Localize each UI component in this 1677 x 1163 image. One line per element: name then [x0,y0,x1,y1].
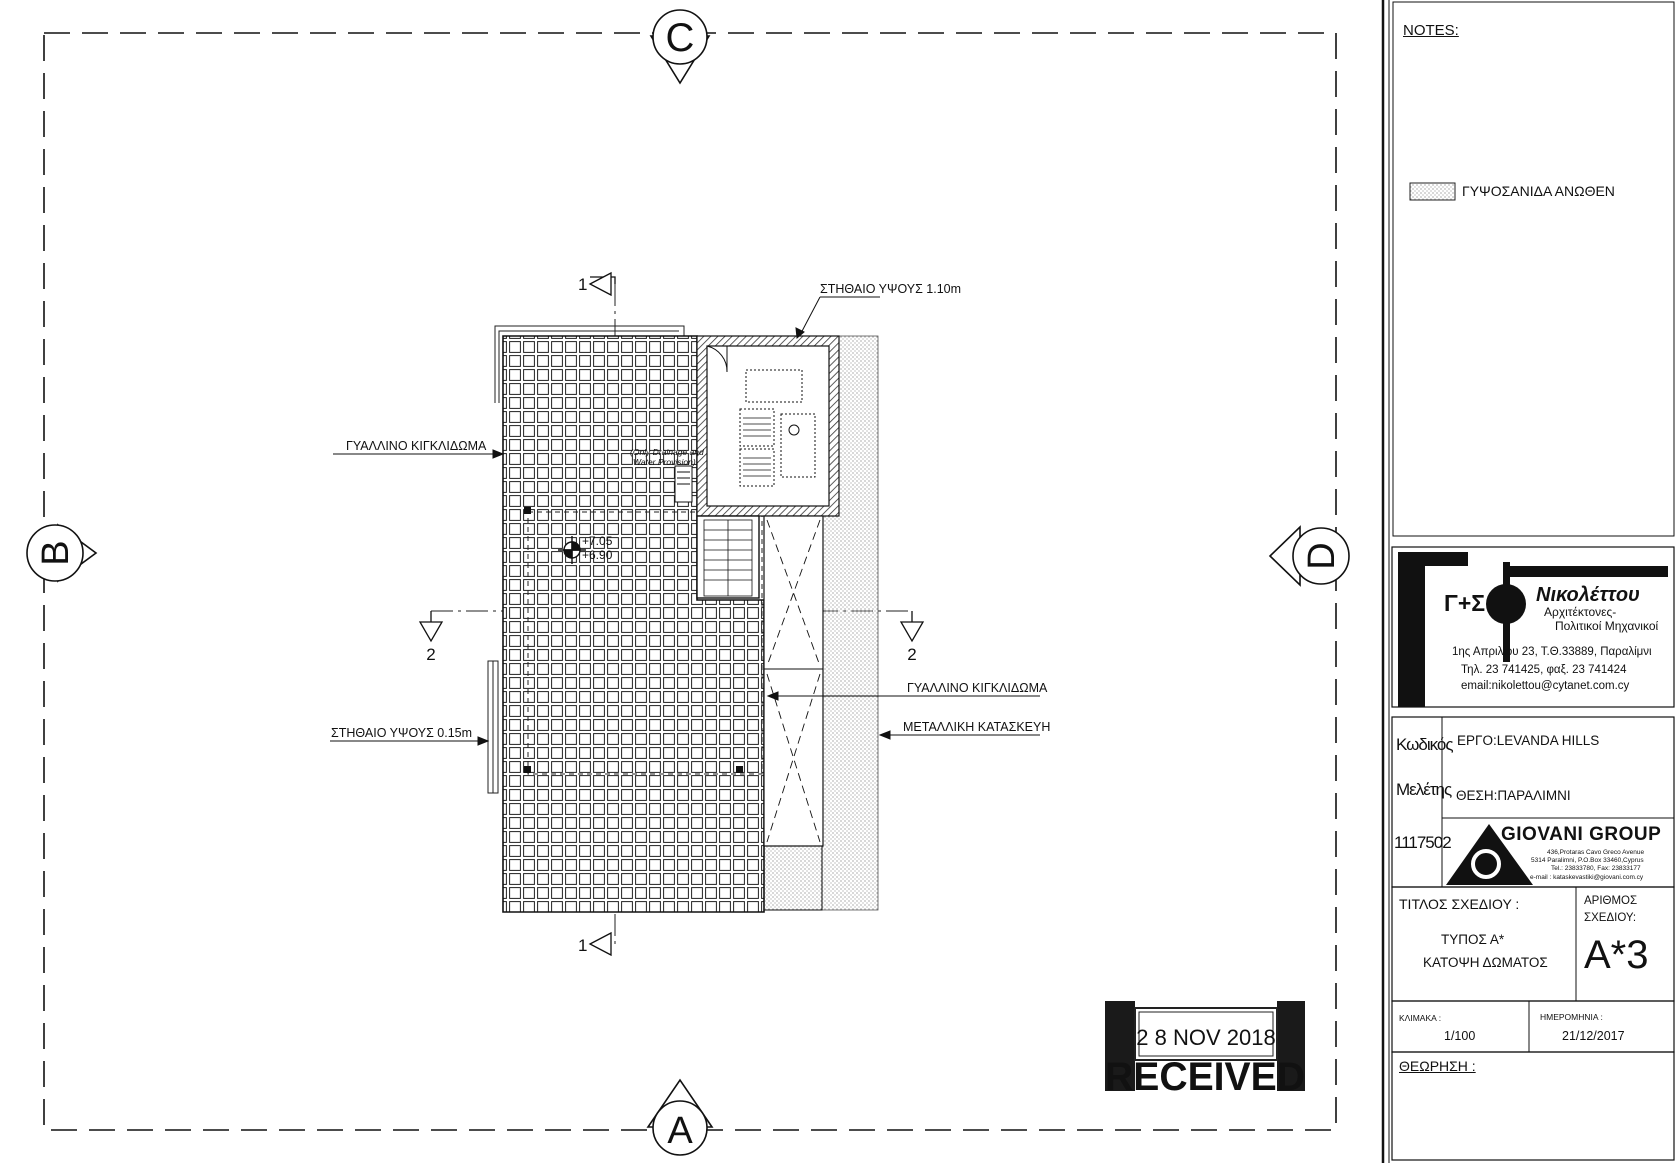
leader-lines [330,296,1040,746]
grid-marker-a: A [646,1078,714,1156]
project-name: ΕΡΓΟ:LEVANDA HILLS [1457,733,1600,748]
client-logo [1446,824,1533,885]
firm-profession-1: Αρχιτέκτονες- [1544,605,1617,619]
section-mark-1-top: 1 [578,271,616,297]
level-bottom-value: +6.90 [582,548,613,562]
skylight-outline [527,511,763,775]
svg-text:D: D [1301,542,1343,569]
grid-marker-b: B [26,523,98,583]
svg-text:B: B [35,540,77,565]
scale-value: 1/100 [1444,1029,1476,1043]
firm-logo [1398,552,1668,707]
staircase [696,515,760,599]
grid-marker-d: D [1268,525,1350,587]
svg-text:2: 2 [426,645,435,664]
section-mark-2-right: 2 [899,611,925,664]
svg-text:C: C [666,16,695,60]
title-block-frame [1381,0,1675,1163]
drain-box [674,465,693,503]
drawing-number-value: Α*3 [1584,933,1649,977]
client-line-2: 5314 Paralimni, P.O.Box 33460,Cyprus [1531,857,1644,864]
svg-text:1: 1 [578,275,587,294]
client-line-3: Tel.: 23833780, Fax: 23833177 [1551,865,1641,872]
drawing-number-label-2: ΣΧΕΔΙΟΥ: [1584,912,1637,924]
drawing-title-line-2: ΚΑΤΟΨΗ ΔΩΜΑΤΟΣ [1423,955,1548,970]
received-stamp: 2 8 NOV 2018 RECEIVED [1105,1001,1305,1099]
client-line-1: 436,Protaras Cavo Greco Avenue [1547,849,1645,856]
date-label: ΗΜΕΡΟΜΗΝΙΑ : [1540,1012,1603,1022]
label-parapet-top: ΣΤΗΘΑΙΟ ΥΨΟΥΣ 1.10m [820,282,961,296]
project-location: ΘΕΣΗ:ΠΑΡΑΛΙΜΝΙ [1456,788,1571,803]
label-metal-structure: ΜΕΤΑΛΛΙΚΗ ΚΑΤΑΣΚΕΥΗ [903,720,1050,734]
section-mark-2-left: 2 [418,611,444,664]
firm-initials: Γ+Σ [1444,590,1486,616]
firm-profession-2: Πολιτικοί Μηχανικοί [1555,619,1659,633]
label-glass-railing-left: ΓΥΑΛΛΙΝΟ ΚΙΓΚΛΙΔΩΜΑ [346,439,487,453]
svg-text:1: 1 [578,936,587,955]
level-marker [558,536,586,564]
svg-text:RECEIVED: RECEIVED [1105,1055,1305,1099]
code-label-1: Κωδικός [1396,735,1454,754]
date-value: 21/12/2017 [1562,1029,1625,1043]
legend-swatch [1409,182,1456,201]
glass-railing-outline [487,325,685,794]
label-parapet-left: ΣΤΗΘΑΙΟ ΥΨΟΥΣ 0.15m [331,726,472,740]
void-panels [763,515,824,911]
svg-text:2 8 NOV 2018: 2 8 NOV 2018 [1136,1025,1275,1050]
notes-heading: NOTES: [1403,22,1459,39]
label-glass-railing-right: ΓΥΑΛΛΙΝΟ ΚΙΓΚΛΙΔΩΜΑ [907,681,1048,695]
firm-address: 1ης Απριλίου 23, Τ.Θ.33889, Παραλίμνι [1452,646,1652,658]
client-name: GIOVANI GROUP [1501,824,1662,845]
firm-email: email:nikolettou@cytanet.com.cy [1461,680,1630,692]
legend-label: ΓΥΨΟΣΑΝΙΔΑ ΑΝΩΘΕΝ [1462,183,1615,199]
level-top-value: +7.05 [582,534,613,548]
stair-housing [696,335,840,517]
client-line-4: e-mail : kataskevastiki@giovani.com.cy [1530,874,1644,881]
firm-phone: Τηλ. 23 741425, φαξ. 23 741424 [1461,664,1627,676]
drawing-title-line-1: ΤΥΠΟΣ Α* [1441,932,1505,947]
drainage-note-line-2: Water Provision) [633,457,696,467]
firm-name: Νικολέττου [1536,584,1640,606]
code-value: 1117502 [1394,833,1452,852]
drawing-title-label: ΤΙΤΛΟΣ ΣΧΕΔΙΟΥ : [1399,896,1520,912]
review-label: ΘΕΩΡΗΣΗ : [1399,1058,1476,1074]
section-mark-1-bottom: 1 [578,931,612,957]
grid-marker-c: C [649,9,711,85]
svg-text:2: 2 [907,645,916,664]
drawing-number-label-1: ΑΡΙΘΜΟΣ [1584,895,1638,907]
drainage-note-line-1: (Only Drainage and [630,447,704,457]
scale-label: ΚΛΙΜΑΚΑ : [1399,1013,1442,1023]
svg-text:A: A [667,1110,693,1152]
code-label-2: Μελέτης [1396,780,1452,799]
